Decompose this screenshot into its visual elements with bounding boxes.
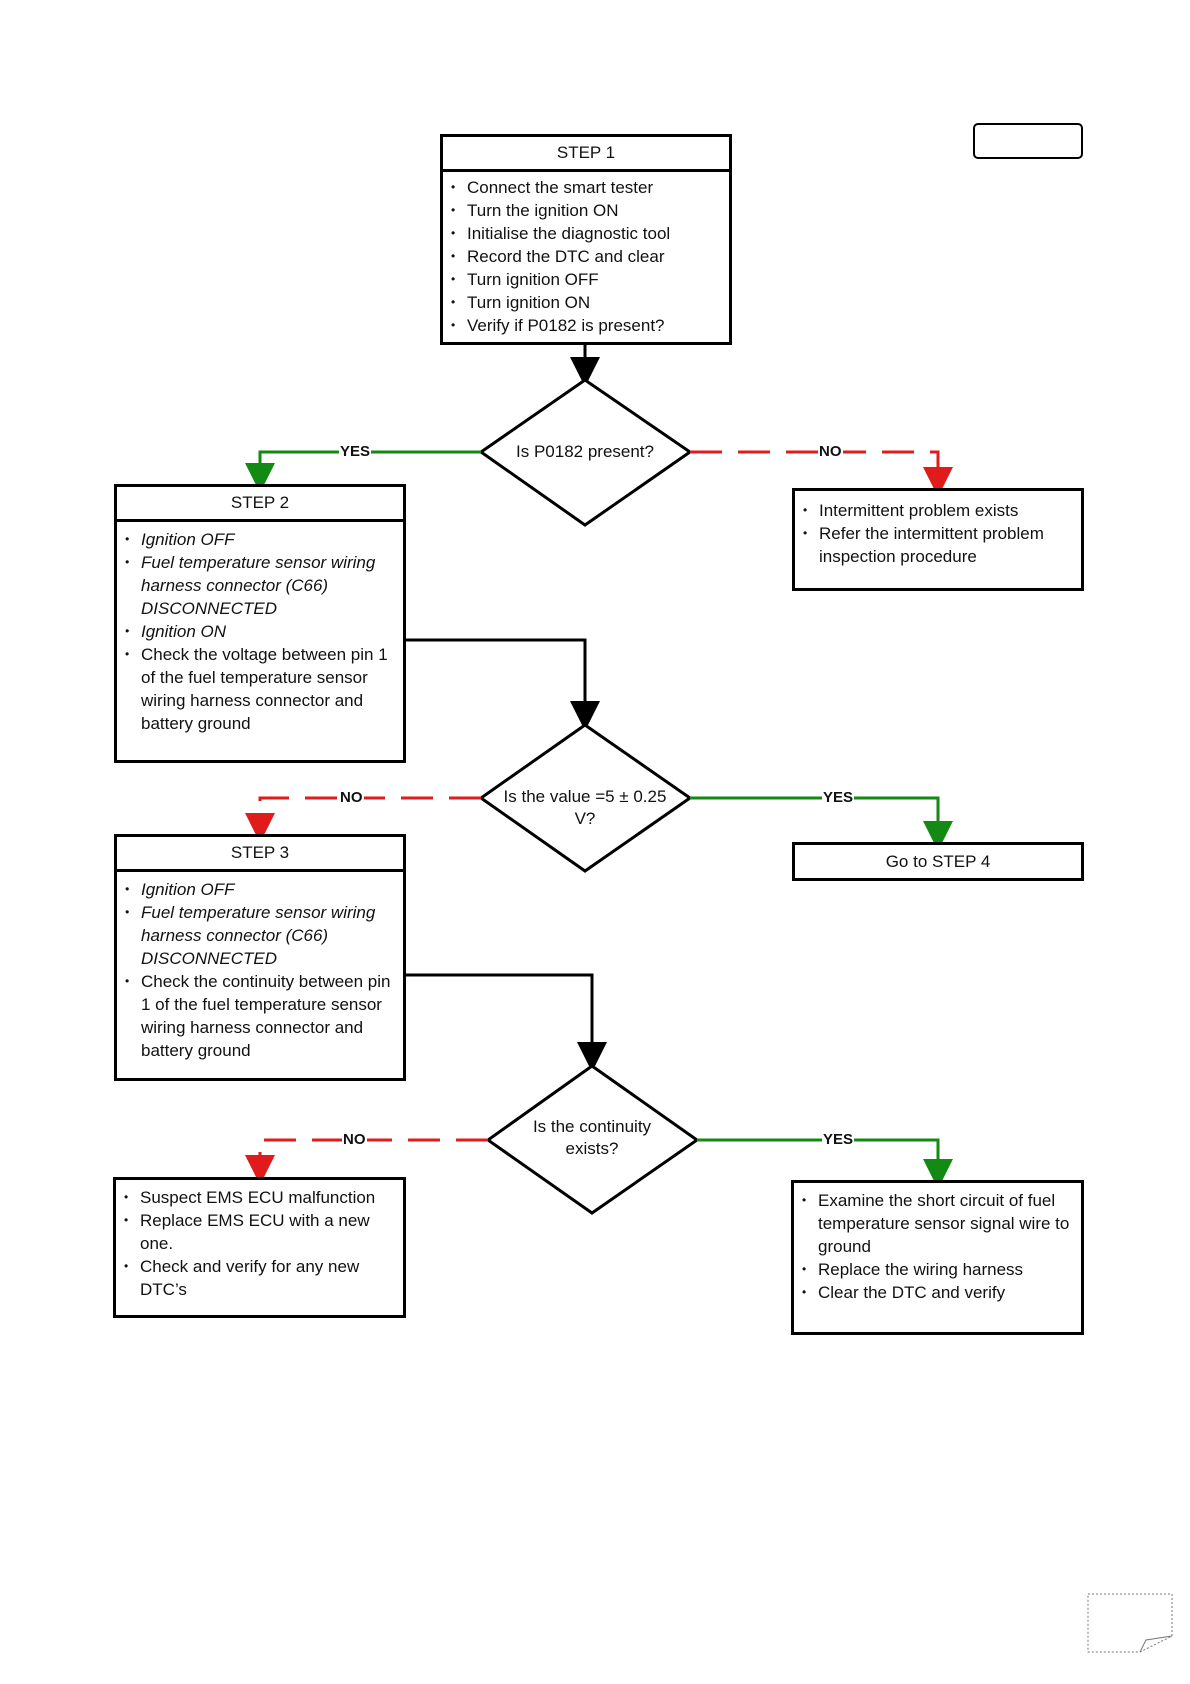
page-corner-icon: [1087, 1593, 1173, 1653]
step3-title: STEP 3: [117, 837, 403, 872]
step1-item: Verify if P0182 is present?: [451, 314, 719, 337]
shortcircuit-item: Clear the DTC and verify: [802, 1281, 1071, 1304]
decision3-text: Is the continuity exists?: [517, 1116, 667, 1160]
intermittent-item: Intermittent problem exists: [803, 499, 1071, 522]
decision2-no-label: NO: [339, 789, 364, 806]
step2-list: Ignition OFF Fuel temperature sensor wir…: [117, 522, 403, 735]
intermittent-box: Intermittent problem exists Refer the in…: [792, 488, 1084, 591]
header-blank-box: [973, 123, 1083, 159]
shortcircuit-list: Examine the short circuit of fuel temper…: [794, 1183, 1081, 1304]
decision2-yes-label: YES: [822, 789, 855, 806]
step1-box: STEP 1 Connect the smart tester Turn the…: [440, 134, 732, 345]
decision2-text: Is the value =5 ± 0.25 V?: [495, 786, 675, 830]
step2-item: Ignition OFF: [125, 528, 393, 551]
step3-item: Fuel temperature sensor wiring harness c…: [125, 901, 393, 970]
arrow-step3-to-decision3: [405, 973, 607, 1072]
yes-path-decision3: [697, 1138, 953, 1189]
no-path-decision1: [690, 450, 953, 497]
intermittent-list: Intermittent problem exists Refer the in…: [795, 491, 1081, 568]
ecu-item: Suspect EMS ECU malfunction: [124, 1186, 393, 1209]
shortcircuit-box: Examine the short circuit of fuel temper…: [791, 1180, 1084, 1335]
step2-box: STEP 2 Ignition OFF Fuel temperature sen…: [114, 484, 406, 763]
no-path-decision2: [245, 796, 481, 843]
step1-item: Record the DTC and clear: [451, 245, 719, 268]
yes-path-decision2: [690, 796, 953, 851]
decision3-line2: exists?: [565, 1139, 619, 1158]
decision1-no-label: NO: [818, 443, 843, 460]
step2-item: Check the voltage between pin 1 of the f…: [125, 643, 393, 735]
decision2-line2: V?: [574, 809, 596, 828]
ecu-box: Suspect EMS ECU malfunction Replace EMS …: [113, 1177, 406, 1318]
decision1-yes-label: YES: [339, 443, 372, 460]
step3-list: Ignition OFF Fuel temperature sensor wir…: [117, 872, 403, 1062]
decision1-text: Is P0182 present?: [516, 442, 654, 461]
intermittent-item: Refer the intermittent problem inspectio…: [803, 522, 1071, 568]
decision3-no-label: NO: [342, 1131, 367, 1148]
step3-box: STEP 3 Ignition OFF Fuel temperature sen…: [114, 834, 406, 1081]
decision2-line1: Is the value =5 ± 0.25: [503, 787, 667, 806]
step3-item: Check the continuity between pin 1 of th…: [125, 970, 393, 1062]
step2-item: Fuel temperature sensor wiring harness c…: [125, 551, 393, 620]
decision1-diamond: [478, 378, 693, 527]
ecu-list: Suspect EMS ECU malfunction Replace EMS …: [116, 1180, 403, 1301]
arrow-step2-to-decision2: [405, 638, 600, 731]
shortcircuit-item: Examine the short circuit of fuel temper…: [802, 1189, 1071, 1258]
yes-path-decision1: [245, 450, 481, 493]
goto-step4-text: Go to STEP 4: [885, 852, 991, 871]
decision3-line1: Is the continuity: [532, 1117, 652, 1136]
step1-list: Connect the smart tester Turn the igniti…: [443, 172, 729, 337]
decision3-diamond: [485, 1064, 700, 1215]
step1-item: Connect the smart tester: [451, 176, 719, 199]
step1-title: STEP 1: [443, 137, 729, 172]
step1-item: Initialise the diagnostic tool: [451, 222, 719, 245]
step3-item: Ignition OFF: [125, 878, 393, 901]
step1-item: Turn the ignition ON: [451, 199, 719, 222]
shortcircuit-item: Replace the wiring harness: [802, 1258, 1071, 1281]
step1-item: Turn ignition OFF: [451, 268, 719, 291]
no-path-decision3: [245, 1138, 488, 1185]
step2-title: STEP 2: [117, 487, 403, 522]
step1-item: Turn ignition ON: [451, 291, 719, 314]
step2-item: Ignition ON: [125, 620, 393, 643]
goto-step4-box: Go to STEP 4: [792, 842, 1084, 881]
decision3-yes-label: YES: [822, 1131, 855, 1148]
ecu-item: Replace EMS ECU with a new one.: [124, 1209, 393, 1255]
decision2-diamond: [478, 723, 693, 873]
ecu-item: Check and verify for any new DTC’s: [124, 1255, 393, 1301]
